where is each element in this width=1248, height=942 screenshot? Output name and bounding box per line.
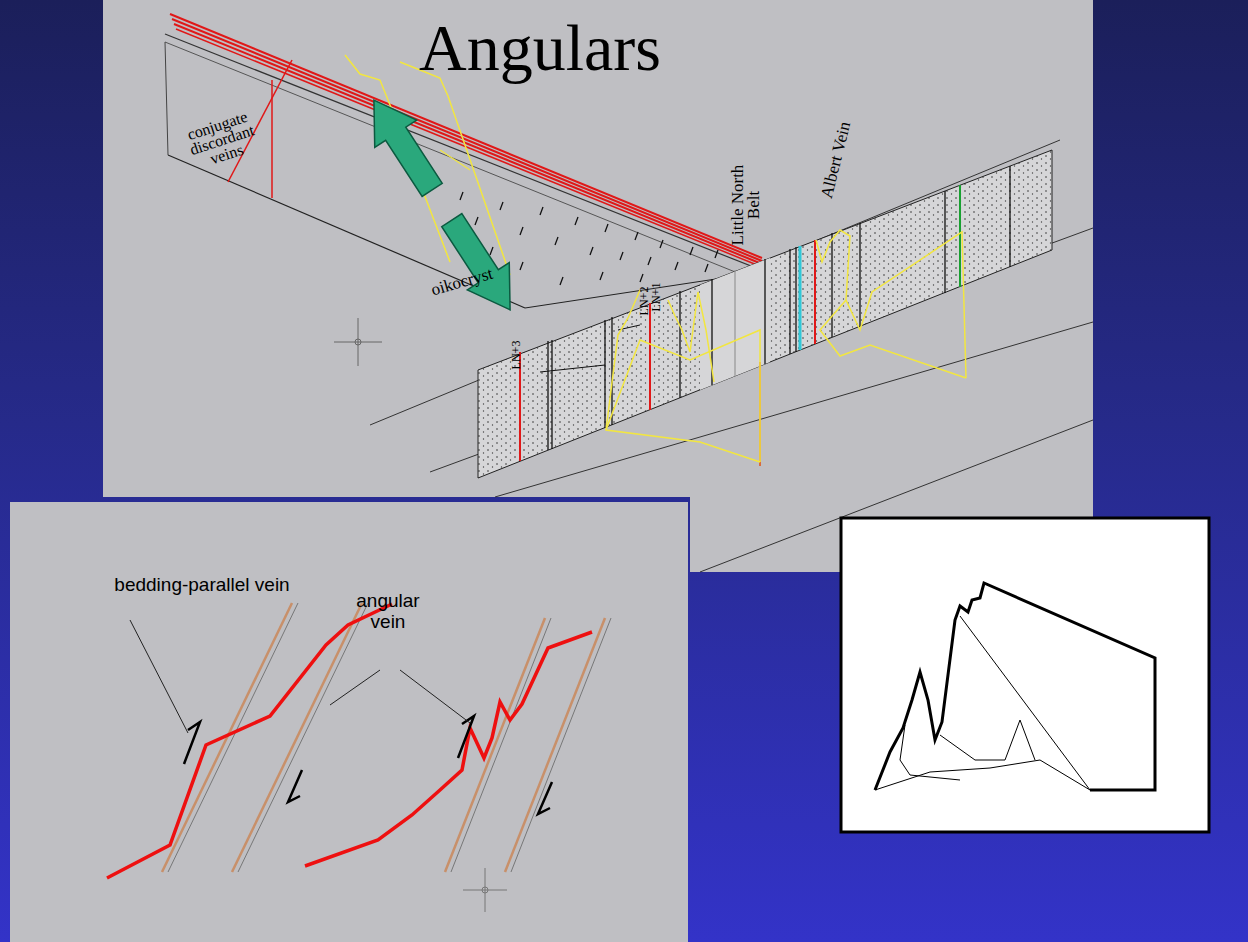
belt-label: Little North Belt [730, 157, 762, 253]
layer-label: LN+1 [650, 283, 663, 312]
callout-label: bedding-parallel vein [114, 575, 289, 595]
callout-label: angular vein [348, 591, 428, 633]
bedding-sketch [107, 603, 611, 878]
inset-panel [841, 518, 1209, 832]
inset-figure [875, 583, 1155, 790]
layer-label: LN+3 [510, 341, 523, 370]
layer-label: LN+2 [638, 287, 651, 316]
green-arrows [353, 87, 531, 324]
slide-title: Angulars [419, 15, 661, 81]
top-panel [103, 0, 1093, 572]
bottom-panel [10, 502, 688, 942]
crosshair [334, 318, 382, 366]
crosshair [463, 868, 507, 912]
